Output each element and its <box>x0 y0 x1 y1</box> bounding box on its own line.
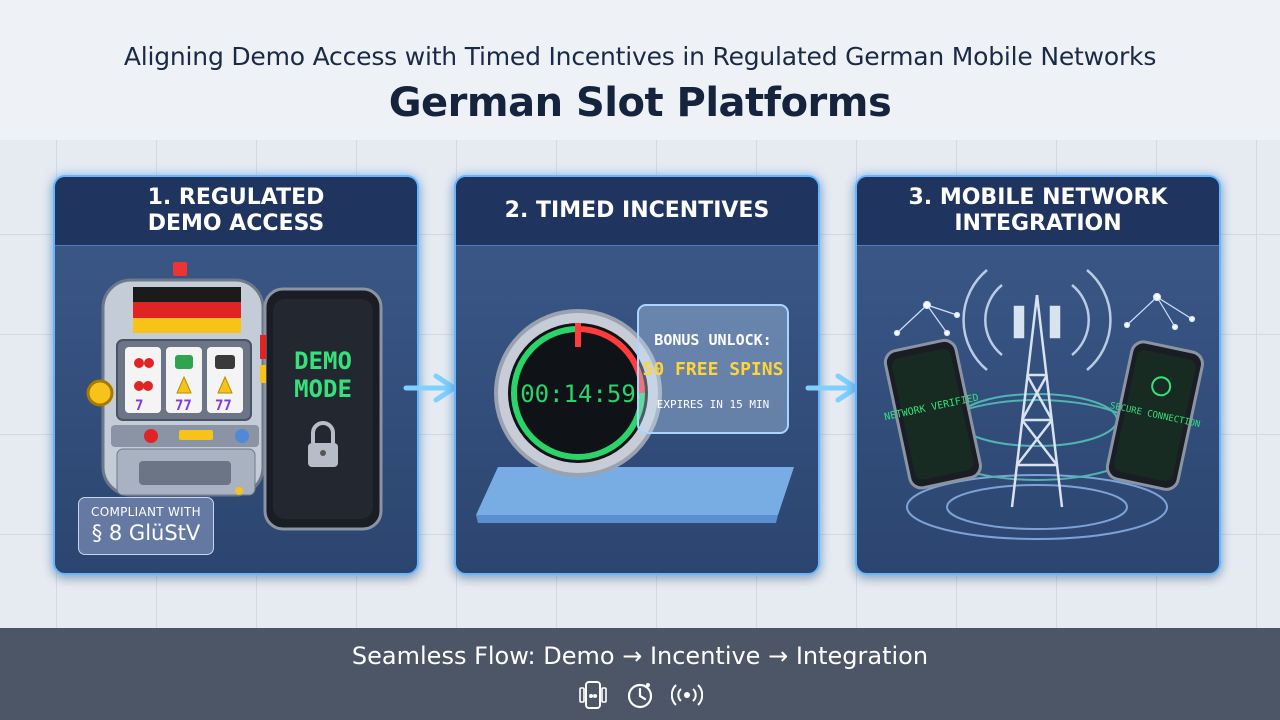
bonus-line2: 50 FREE SPINS <box>643 359 784 380</box>
panel-heading: 2. TIMED INCENTIVES <box>504 198 770 223</box>
compliance-line1: COMPLIANT WITH <box>91 505 201 519</box>
footer-flow-text: Seamless Flow: Demo → Incentive → Integr… <box>351 642 929 670</box>
page-subtitle: Aligning Demo Access with Timed Incentiv… <box>123 42 1157 71</box>
slot-machine-icon: 7 77 77 <box>86 262 265 497</box>
clock-icon <box>624 680 656 710</box>
lock-icon <box>308 421 338 467</box>
compliance-badge: COMPLIANT WITH § 8 GlüStV <box>78 497 214 555</box>
secure-phone-icon: SECURE CONNECTION <box>1105 340 1204 491</box>
bonus-card: BONUS UNLOCK: 50 FREE SPINS EXPIRES IN 1… <box>637 304 789 434</box>
signal-icon <box>670 680 704 710</box>
panel-header: 2. TIMED INCENTIVES <box>456 177 818 246</box>
demo-phone-icon: DEMO MODE <box>260 287 383 531</box>
panel-header: 1. REGULATED DEMO ACCESS <box>55 177 417 246</box>
glow-platform <box>476 467 794 523</box>
panel-timed-incentives: 2. TIMED INCENTIVES 00:14:59 BONUS UNLOC… <box>454 175 820 575</box>
svg-text:7: 7 <box>135 398 143 414</box>
svg-text:77: 77 <box>215 398 232 414</box>
verified-phone-icon: NETWORK VERIFIED <box>883 338 982 490</box>
panel-heading: 1. REGULATED DEMO ACCESS <box>147 185 325 236</box>
svg-text:77: 77 <box>175 398 192 414</box>
footer-bar: Seamless Flow: Demo → Incentive → Integr… <box>0 628 1280 720</box>
panel-network-integration: 3. MOBILE NETWORK INTEGRATION <box>855 175 1221 575</box>
demo-mode-line2: MODE <box>294 375 352 403</box>
network-nodes-icon <box>893 292 1196 337</box>
panel-demo-access: 1. REGULATED DEMO ACCESS 7 77 77 <box>53 175 419 575</box>
footer-icon-row <box>577 679 704 711</box>
phone-slot-icon <box>577 680 609 710</box>
network-illustration: NETWORK VERIFIED SECURE CONNECTION <box>883 269 1204 540</box>
timer-illustration: 00:14:59 BONUS UNLOCK: 50 FREE SPINS EXP… <box>476 304 794 523</box>
panel-header: 3. MOBILE NETWORK INTEGRATION <box>857 177 1219 246</box>
bonus-line3: EXPIRES IN 15 MIN <box>657 398 770 411</box>
compliance-line2: § 8 GlüStV <box>91 521 201 545</box>
bonus-line1: BONUS UNLOCK: <box>654 331 771 349</box>
timer-dial-icon: 00:14:59 <box>494 309 662 477</box>
demo-illustration: 7 77 77 DEMO MODE <box>86 262 383 531</box>
demo-mode-line1: DEMO <box>294 347 352 375</box>
cell-tower-icon <box>962 269 1112 508</box>
timer-display: 00:14:59 <box>520 380 636 408</box>
panel-heading: 3. MOBILE NETWORK INTEGRATION <box>908 185 1168 236</box>
page-title: German Slot Platforms <box>388 80 892 126</box>
